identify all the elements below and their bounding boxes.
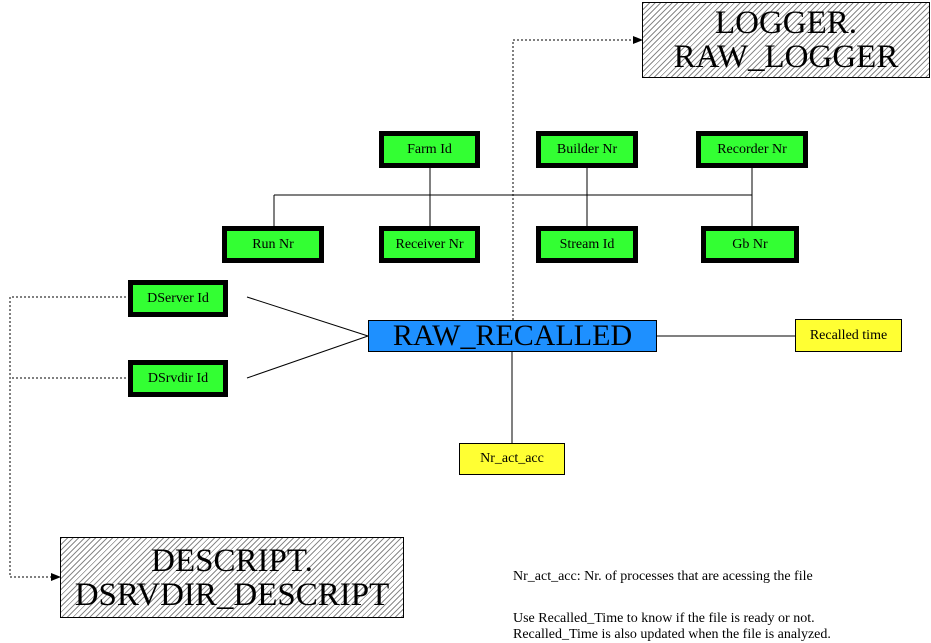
logger-entity-line2: RAW_LOGGER: [673, 39, 899, 75]
descript-entity: DESCRIPT. DSRVDIR_DESCRIPT: [60, 537, 404, 618]
nr-act-acc-field: Nr_act_acc: [459, 443, 565, 475]
note-recalled-time-updated: Recalled_Time is also updated when the f…: [513, 627, 831, 642]
descript-link: [9, 296, 130, 581]
recorder-nr-attribute: Recorder Nr: [696, 131, 808, 168]
recalled-time-field: Recalled time: [795, 319, 902, 352]
note-nr-act-acc: Nr_act_acc: Nr. of processes that are ac…: [513, 569, 813, 584]
receiver-nr-attribute: Receiver Nr: [379, 226, 480, 263]
descript-entity-line1: DESCRIPT.: [151, 542, 313, 579]
logger-entity-line1: LOGGER.: [714, 5, 858, 41]
dserver-id-attribute: DServer Id: [128, 280, 228, 317]
logger-entity: LOGGER. RAW_LOGGER: [642, 2, 930, 78]
raw-recalled-table: RAW_RECALLED: [368, 319, 657, 352]
dserver-connector: [246, 296, 369, 337]
builder-nr-attribute: Builder Nr: [536, 131, 638, 168]
dsrvdir-id-attribute: DSrvdir Id: [128, 360, 228, 397]
note-recalled-time-ready: Use Recalled_Time to know if the file is…: [513, 611, 815, 626]
stream-id-attribute: Stream Id: [536, 226, 638, 263]
dsrvdir-connector: [246, 335, 369, 379]
run-nr-attribute: Run Nr: [222, 226, 324, 263]
descript-entity-line2: DSRVDIR_DESCRIPT: [74, 576, 390, 613]
gb-nr-attribute: Gb Nr: [701, 226, 799, 263]
logger-link: [512, 36, 643, 320]
farm-id-attribute: Farm Id: [379, 131, 480, 168]
